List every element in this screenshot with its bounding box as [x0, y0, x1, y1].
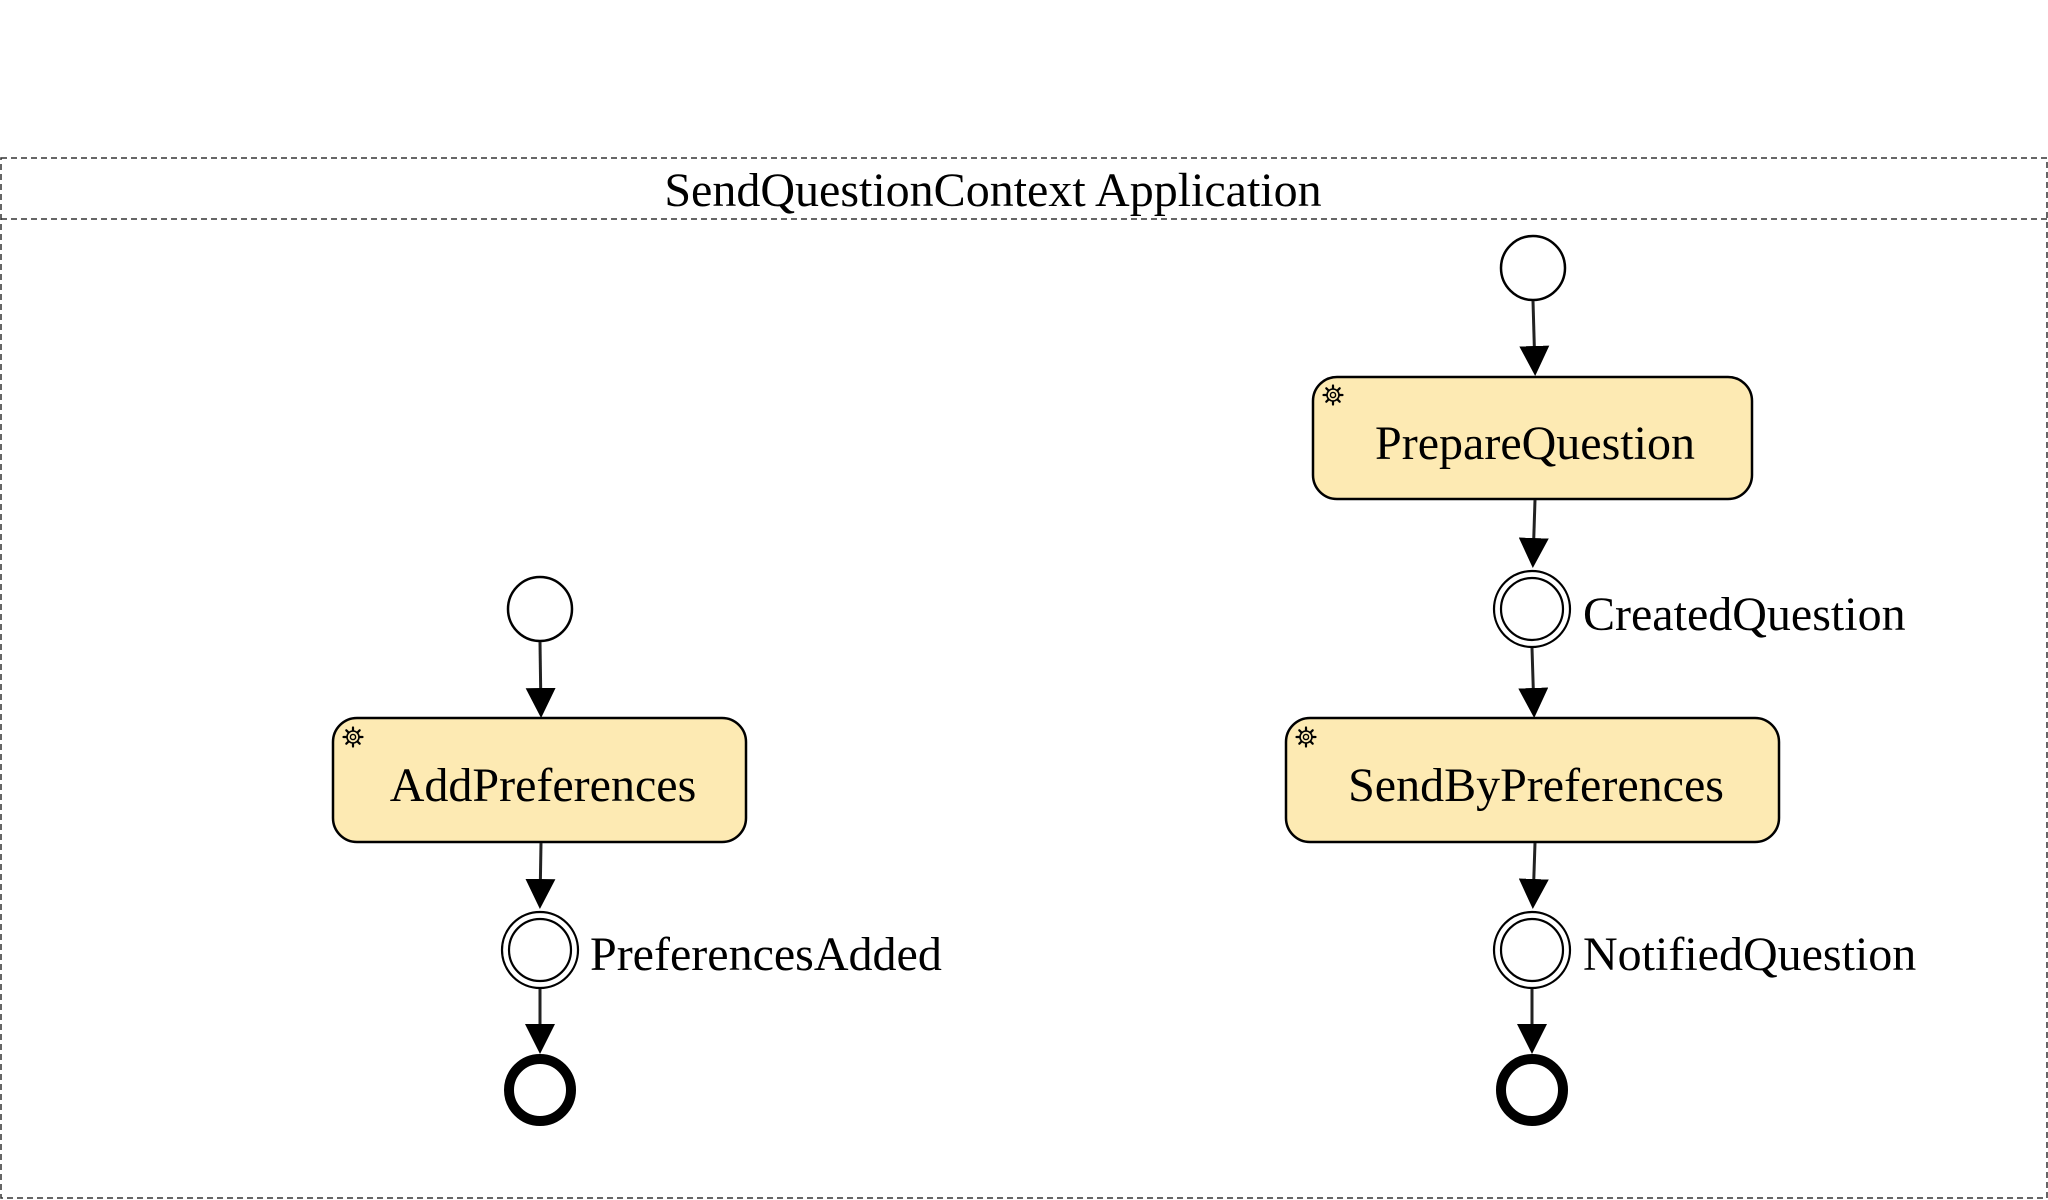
intermediate-event-outer[interactable]	[500, 910, 580, 990]
sequence-flow[interactable]	[1519, 300, 1550, 376]
task-box[interactable]	[331, 716, 748, 844]
task-label: SendByPreferences	[1348, 759, 1724, 812]
pool-border	[0, 157, 2048, 1199]
sequence-flow[interactable]	[525, 842, 556, 909]
start-event[interactable]	[506, 575, 574, 643]
end-event[interactable]	[504, 1054, 576, 1126]
end-event[interactable]	[1496, 1054, 1568, 1126]
intermediate-event-inner	[1499, 917, 1565, 983]
preferences-flow: AddPreferences PreferencesAdded	[331, 575, 942, 1126]
sequence-flow[interactable]	[1518, 499, 1549, 568]
intermediate-event-outer[interactable]	[1492, 569, 1572, 649]
intermediate-event-preferences-added[interactable]	[500, 910, 580, 990]
task-send-by-preferences[interactable]: SendByPreferences	[1284, 716, 1781, 844]
intermediate-event-outer[interactable]	[1492, 910, 1572, 990]
task-label: PrepareQuestion	[1375, 417, 1695, 470]
pool: SendQuestionContext Application	[0, 157, 2048, 1199]
task-box[interactable]	[1311, 375, 1754, 501]
intermediate-event-inner	[1499, 576, 1565, 642]
pool-title: SendQuestionContext Application	[664, 164, 1321, 217]
task-add-preferences[interactable]: AddPreferences	[331, 716, 748, 844]
intermediate-event-inner	[507, 917, 573, 983]
task-prepare-question[interactable]: PrepareQuestion	[1311, 375, 1754, 501]
start-event[interactable]	[1499, 234, 1567, 302]
intermediate-event-created-question[interactable]	[1492, 569, 1572, 649]
task-label: AddPreferences	[390, 759, 697, 812]
task-box[interactable]	[1284, 716, 1781, 844]
event-label: PreferencesAdded	[590, 928, 942, 981]
event-label: CreatedQuestion	[1583, 588, 1906, 641]
question-flow: PrepareQuestion CreatedQuestion SendByPr…	[1284, 234, 1916, 1126]
sequence-flow[interactable]	[525, 641, 556, 718]
event-label: NotifiedQuestion	[1583, 928, 1916, 981]
intermediate-event-notified-question[interactable]	[1492, 910, 1572, 990]
sequence-flow[interactable]	[1518, 647, 1549, 718]
sequence-flow[interactable]	[1518, 842, 1549, 909]
